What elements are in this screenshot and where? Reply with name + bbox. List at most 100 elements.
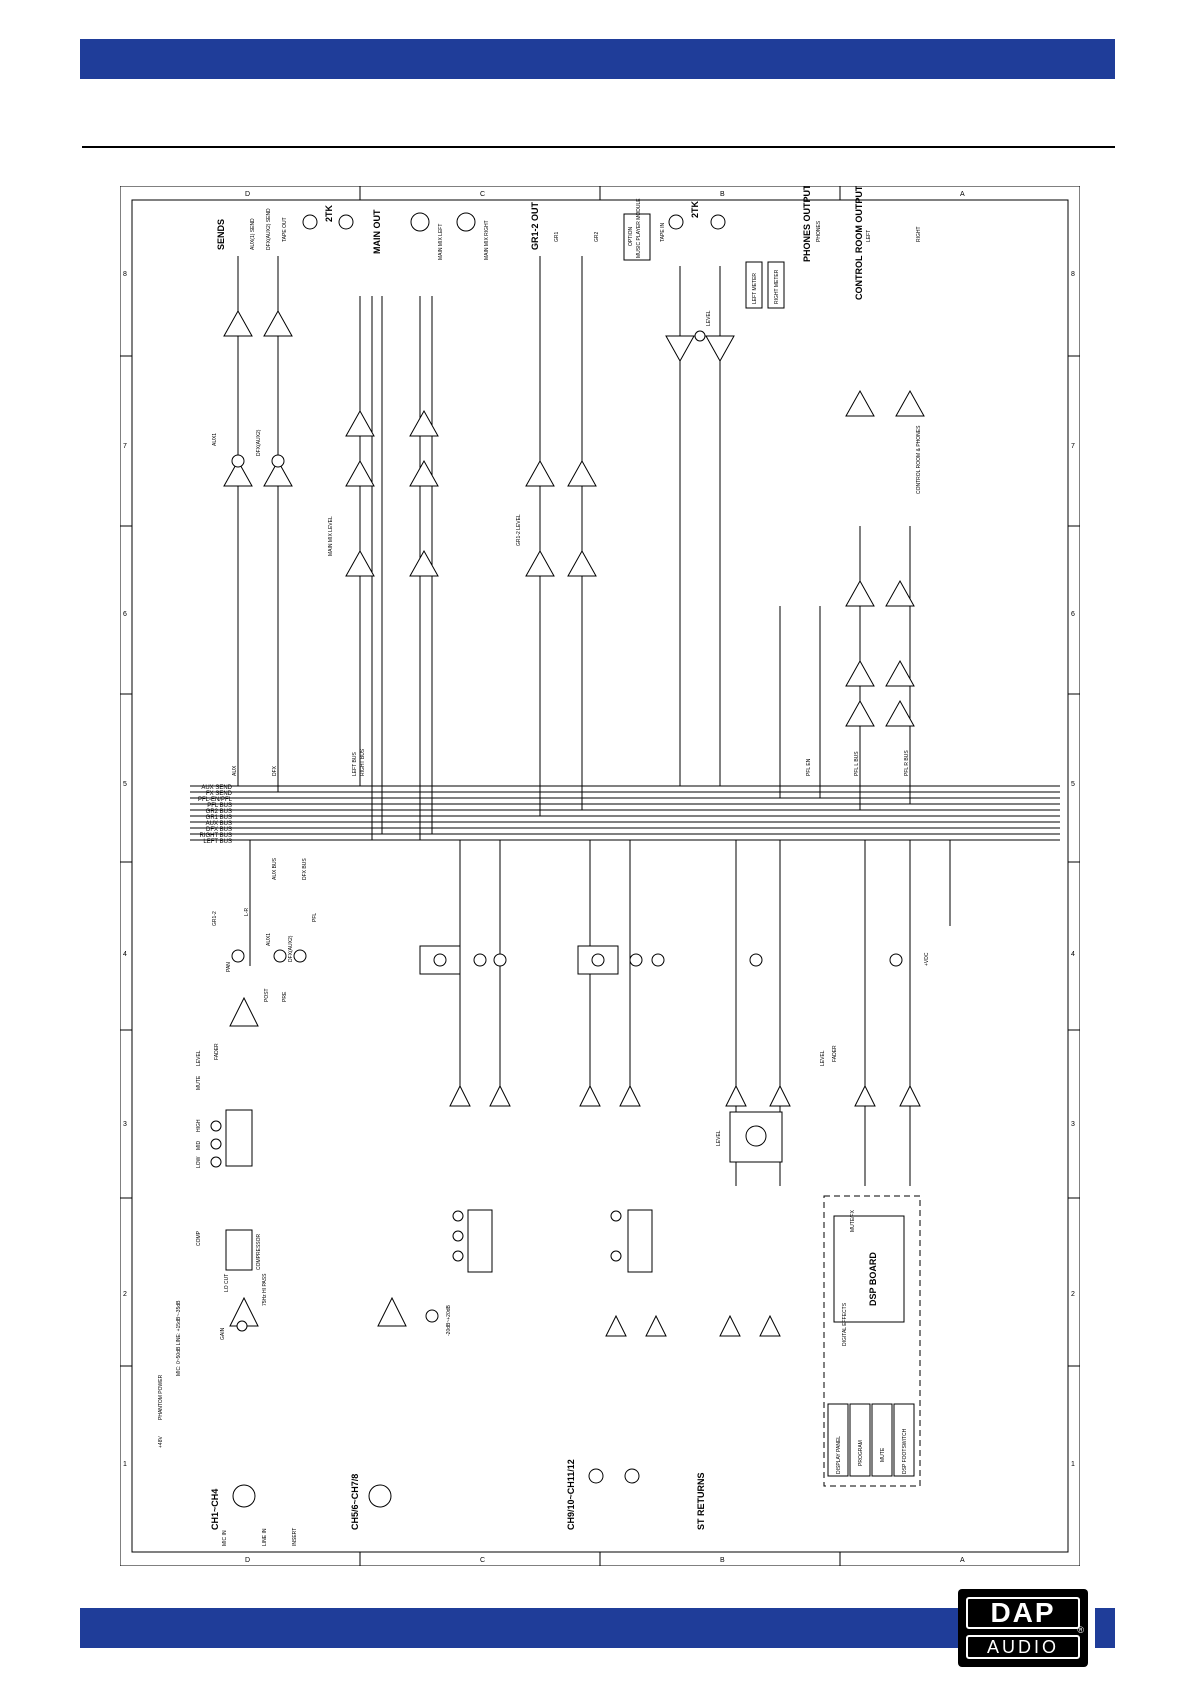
bus-label: PFL BUS [207, 803, 232, 809]
channel-amp [579, 1084, 601, 1107]
row-marker: B [720, 191, 725, 198]
lo-cut-label: LO CUT [224, 1274, 230, 1292]
level-label: LEVEL [706, 310, 712, 326]
ch9-12-label: CH9/10~CH11/12 [566, 1459, 576, 1530]
xlr-jack [456, 212, 476, 232]
dfx-label: DFX [272, 765, 278, 776]
sends-label: SENDS [216, 219, 226, 250]
col-marker: 1 [123, 1461, 127, 1468]
col-marker: 1 [1071, 1461, 1075, 1468]
channel-amp [759, 1314, 781, 1337]
mid-label: MID [196, 1140, 202, 1150]
control-room-phones-label: CONTROL ROOM & PHONES [916, 425, 922, 494]
dfx-send-knob [271, 454, 285, 468]
row-marker: B [720, 1557, 725, 1564]
high-knob [610, 1210, 622, 1222]
pfl-label: PFL [312, 913, 318, 922]
low-knob [610, 1250, 622, 1262]
right-meter-box [767, 261, 785, 309]
col-marker: 4 [123, 951, 127, 958]
lr-label: L-R [244, 908, 250, 916]
main-mix-level-label: MAIN MIX LEVEL [328, 516, 334, 556]
main-out-label: MAIN OUT [372, 209, 382, 254]
channel-amp [489, 1084, 511, 1107]
left-meter-label: LEFT METER [752, 273, 758, 304]
col-marker: 4 [1071, 951, 1075, 958]
aux1-label: AUX1 [266, 933, 272, 946]
compressor-block [225, 1229, 253, 1271]
dfx-bus-label: DFX BUS [302, 858, 308, 880]
low-label: LOW [196, 1156, 202, 1168]
logo-audio-text: AUDIO [966, 1635, 1080, 1659]
mic-in-label: MIC IN [222, 1530, 228, 1546]
aux1-knob [749, 953, 763, 967]
2tk-label: 2TK [690, 200, 700, 218]
bus-bundle [190, 785, 1060, 841]
dfx-knob [493, 953, 507, 967]
aux1-send-label: AUX(1) SEND [250, 218, 256, 250]
dfx-knob [293, 949, 307, 963]
tape-out-label: TAPE OUT [282, 217, 288, 242]
bus-label: GR2 BUS [206, 809, 232, 815]
mute-box [871, 1403, 893, 1477]
amplifier-triangles [223, 309, 925, 727]
left-meter-box [745, 261, 763, 309]
mute-label: MUTE [880, 1447, 886, 1462]
control-room-output-label: CONTROL ROOM OUTPUT [854, 186, 864, 300]
gain-knob [236, 1320, 248, 1332]
row-marker: D [245, 1557, 250, 1564]
hi-pass-label: 75Hz HI PASS [262, 1273, 268, 1306]
option-label: OPTION [628, 226, 634, 246]
bus-label: LEFT BUS [203, 839, 232, 845]
col-marker: 6 [1071, 611, 1075, 618]
gain-spec-label: MIC: 0~50dB LINE: +15dB~-35dB [176, 1300, 182, 1376]
mid-knob [210, 1138, 222, 1150]
tape-in-label: TAPE IN [660, 223, 666, 242]
eq-block [467, 1209, 493, 1273]
bus-label: PFL-EN/PFL [198, 797, 233, 803]
pfl-en-label: PFL EN [806, 758, 812, 776]
bus-label: DFX BUS [206, 827, 232, 833]
bus-label: AUX SEND [201, 785, 232, 791]
pre-label: PRE [282, 991, 288, 1002]
digital-effects-box [823, 1195, 921, 1487]
ch1-4-label: CH1~CH4 [210, 1489, 220, 1530]
col-marker: 6 [123, 611, 127, 618]
channel-amp [719, 1314, 741, 1337]
aux1-knob [629, 953, 643, 967]
col-marker: 7 [123, 443, 127, 450]
phantom-power-label: PHANTOM POWER [158, 1374, 164, 1420]
logo-dap-text: DAP [966, 1597, 1080, 1629]
channel-amp [229, 996, 259, 1027]
xlr-input-jack [368, 1484, 392, 1508]
col-marker: 8 [123, 271, 127, 278]
eq-block [627, 1209, 653, 1273]
plus48v-label: +48V [158, 1436, 164, 1448]
pfl-l-bus-label: PFL L BUS [854, 751, 860, 776]
dsp-footswitch-label: DSP FOOTSWITCH [902, 1428, 908, 1474]
aux-label: AUX [232, 765, 238, 776]
row-marker: A [960, 1557, 965, 1564]
row-marker: A [960, 191, 965, 198]
mute-fx-label: MUTE/FX [850, 1209, 856, 1232]
st-returns-label: ST RETURNS [696, 1472, 706, 1530]
bus-label: AUX BUS [206, 821, 232, 827]
2tk-rca-jack [302, 214, 318, 230]
level-label: LEVEL [716, 1130, 722, 1146]
display-panel-box [827, 1403, 849, 1477]
dsp-footswitch-box [893, 1403, 915, 1477]
eq-block [225, 1109, 253, 1167]
gain-range-label: -20dB~+20dB [446, 1304, 452, 1336]
right-label: RIGHT [916, 226, 922, 242]
music-player-label: MUSIC PLAYER MODULE [636, 198, 642, 258]
left-bus-label: LEFT BUS [352, 752, 358, 776]
aux1-send-knob [231, 454, 245, 468]
channel-amp [377, 1296, 407, 1327]
footer-band [80, 1608, 959, 1648]
gr1-label: GR1 [554, 232, 560, 243]
col-marker: 2 [123, 1291, 127, 1298]
header-rule [82, 146, 1115, 148]
xlr-input-jack [232, 1484, 256, 1508]
right-meter-label: RIGHT METER [774, 269, 780, 304]
aux1-knob [273, 949, 287, 963]
